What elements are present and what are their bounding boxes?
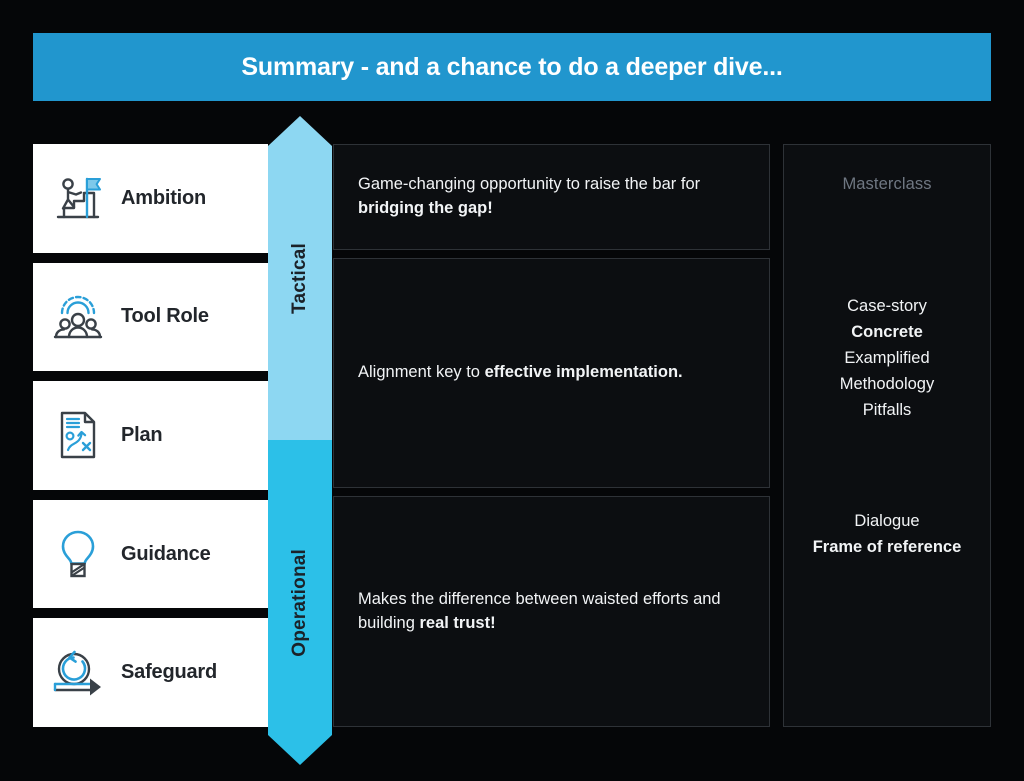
document-strategy-icon — [49, 406, 107, 464]
arrow-label-operational: Operational — [289, 548, 310, 657]
card-tool-role[interactable]: Tool Role — [33, 262, 268, 372]
card-label: Ambition — [121, 186, 207, 209]
card-label: Guidance — [121, 542, 211, 565]
card-label: Tool Role — [121, 305, 209, 328]
masterclass-item: Dialogue — [854, 512, 920, 531]
masterclass-item: Examplified — [844, 348, 930, 367]
message-plain: Makes the difference between waisted eff… — [358, 589, 721, 632]
card-ambition[interactable]: Ambition — [33, 144, 268, 253]
message-bold: bridging the gap! — [358, 199, 493, 217]
masterclass-item: Frame of reference — [812, 538, 962, 557]
masterclass-group-lower: Dialogue Frame of reference — [784, 509, 990, 561]
card-guidance[interactable]: Guidance — [33, 499, 268, 609]
message-panel-ambition: Game-changing opportunity to raise the b… — [333, 144, 770, 250]
message-panel-safeguard: Makes the difference between waisted eff… — [333, 496, 770, 727]
message-plain: Game-changing opportunity to raise the b… — [358, 175, 701, 194]
iteration-loop-arrow-icon — [49, 644, 107, 702]
person-climbing-stairs-flag-icon — [49, 169, 107, 227]
message-plain: Alignment key to — [358, 363, 485, 382]
card-label: Safeguard — [121, 661, 218, 684]
masterclass-panel: Masterclass Case-story Concrete Examplif… — [783, 144, 991, 727]
card-plan[interactable]: Plan — [33, 381, 268, 490]
page-title: Summary - and a chance to do a deeper di… — [241, 52, 783, 81]
message-bold: effective implementation. — [484, 363, 683, 382]
message-text: Alignment key to effective implementatio… — [358, 361, 683, 385]
capability-card-list: Ambition Tool Role — [33, 144, 268, 727]
masterclass-item: Methodology — [839, 374, 935, 393]
arrow-label-tactical: Tactical — [289, 242, 310, 314]
arrow-shape — [268, 116, 332, 765]
card-label: Plan — [121, 423, 163, 446]
card-safeguard[interactable]: Safeguard — [33, 618, 268, 727]
message-panel-plan: Alignment key to effective implementatio… — [333, 258, 770, 488]
message-panel-list: Game-changing opportunity to raise the b… — [333, 144, 770, 727]
gear-over-people-icon — [49, 288, 107, 346]
masterclass-group-upper: Case-story Concrete Examplified Methodol… — [784, 294, 990, 423]
message-bold: real trust! — [419, 613, 496, 632]
lightbulb-icon — [49, 525, 107, 583]
arrow-segment-tactical: Tactical — [268, 116, 332, 440]
masterclass-item: Pitfalls — [862, 400, 912, 419]
slide-title-bar: Summary - and a chance to do a deeper di… — [33, 33, 991, 101]
masterclass-title: Masterclass — [842, 175, 932, 193]
message-text: Game-changing opportunity to raise the b… — [358, 173, 745, 221]
masterclass-item: Case-story — [847, 297, 927, 315]
masterclass-item: Concrete — [851, 322, 923, 341]
tactical-operational-arrow: Tactical Operational — [268, 116, 332, 765]
message-text: Makes the difference between waisted eff… — [358, 588, 745, 636]
arrow-segment-operational: Operational — [268, 440, 332, 765]
